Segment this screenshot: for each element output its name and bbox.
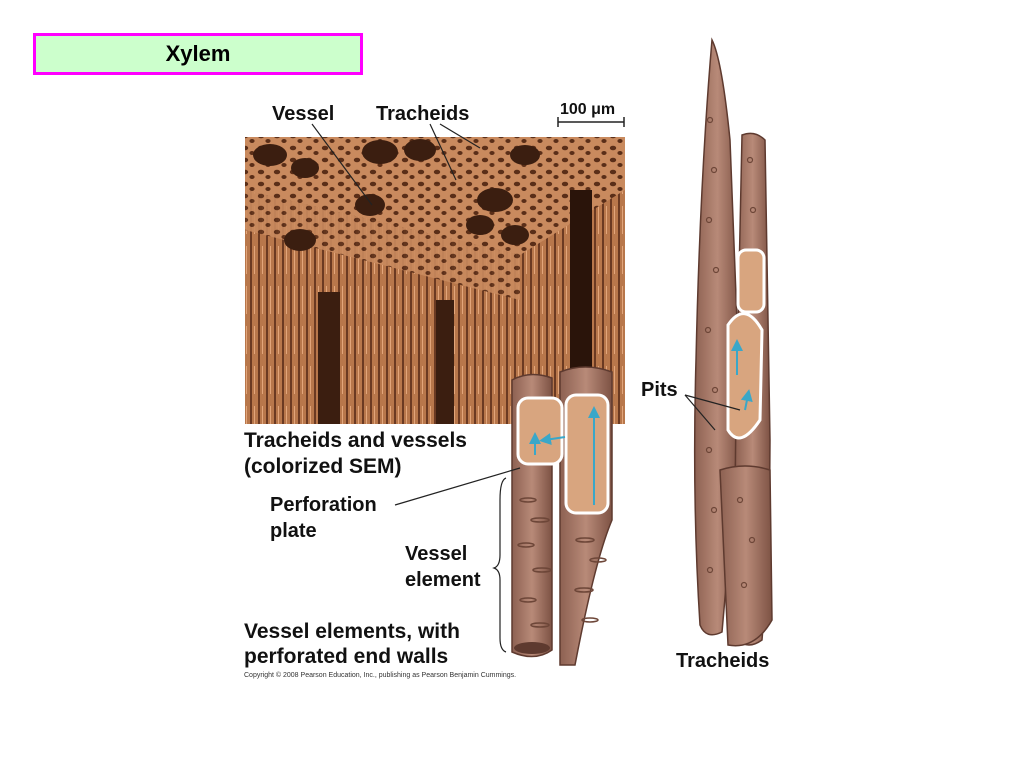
sem-caption-line-1: Tracheids and vessels — [244, 429, 467, 452]
leader-lines — [311, 123, 741, 653]
label-vessel-element-line-2: element — [405, 569, 481, 591]
label-tracheids-top: Tracheids — [376, 103, 470, 125]
slide-title-box: Xylem — [33, 33, 363, 75]
sem-caption-line-2: (colorized SEM) — [244, 455, 402, 478]
tracheids-illustration — [693, 37, 773, 647]
label-perforation-line-1: Perforation — [270, 494, 377, 516]
caption-vessel-elements-line-2: perforated end walls — [244, 645, 449, 668]
caption-vessel-elements-line-1: Vessel elements, with — [244, 620, 460, 643]
label-vessel: Vessel — [272, 103, 335, 125]
scale-bar-label: 100 μm — [560, 101, 616, 118]
label-vessel-element-line-1: Vessel — [405, 543, 468, 565]
copyright-notice: Copyright © 2008 Pearson Education, Inc.… — [244, 672, 517, 679]
slide-title: Xylem — [165, 41, 231, 66]
label-pits: Pits — [641, 379, 678, 401]
label-perforation-line-2: plate — [270, 520, 317, 542]
vessel-element-illustration — [511, 366, 613, 666]
scale-bar — [557, 117, 625, 127]
label-tracheids-bottom: Tracheids — [676, 650, 770, 672]
